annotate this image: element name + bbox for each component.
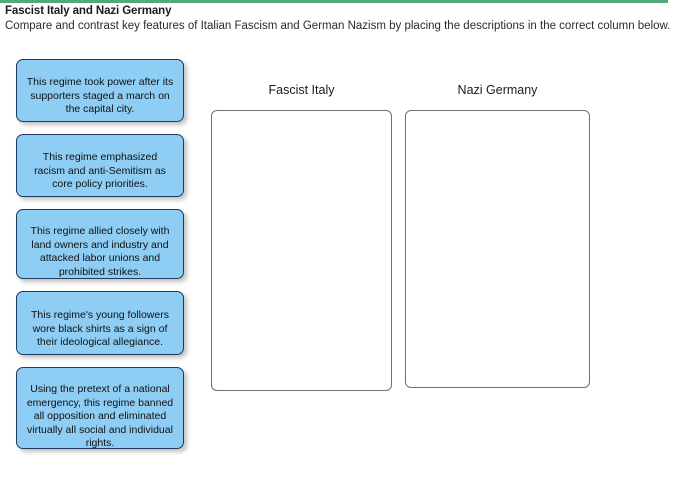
draggable-item-4-label: This regime's young followers wore black… (31, 309, 169, 348)
drop-zone-nazi-germany-header: Nazi Germany (457, 83, 538, 97)
drop-zone-fascist-italy-header: Fascist Italy (268, 83, 335, 97)
draggable-item-2-label: This regime emphasized racism and anti-S… (34, 151, 166, 190)
draggable-item-2[interactable]: This regime emphasized racism and anti-S… (16, 134, 184, 197)
drop-zone-nazi-germany[interactable] (405, 110, 590, 388)
drop-zone-fascist-italy[interactable] (211, 110, 392, 391)
draggable-item-4[interactable]: This regime's young followers wore black… (16, 291, 184, 355)
page-instructions: Compare and contrast key features of Ita… (5, 20, 671, 32)
drop-zone-fascist-italy-wrapper: Fascist Italy (211, 82, 392, 391)
page-title: Fascist Italy and Nazi Germany (5, 5, 172, 17)
draggable-item-3[interactable]: This regime allied closely with land own… (16, 209, 184, 279)
draggable-item-5[interactable]: Using the pretext of a national emergenc… (16, 367, 184, 449)
draggable-item-1[interactable]: This regime took power after its support… (16, 59, 184, 122)
draggable-item-5-label: Using the pretext of a national emergenc… (26, 383, 174, 449)
page-header: Fascist Italy and Nazi Germany Compare a… (5, 4, 687, 34)
top-accent-bar (0, 0, 668, 3)
draggable-item-3-label: This regime allied closely with land own… (30, 225, 170, 278)
draggable-items-column: This regime took power after its support… (16, 59, 186, 461)
drop-zone-nazi-germany-wrapper: Nazi Germany (405, 82, 590, 388)
draggable-item-1-label: This regime took power after its support… (26, 76, 174, 115)
